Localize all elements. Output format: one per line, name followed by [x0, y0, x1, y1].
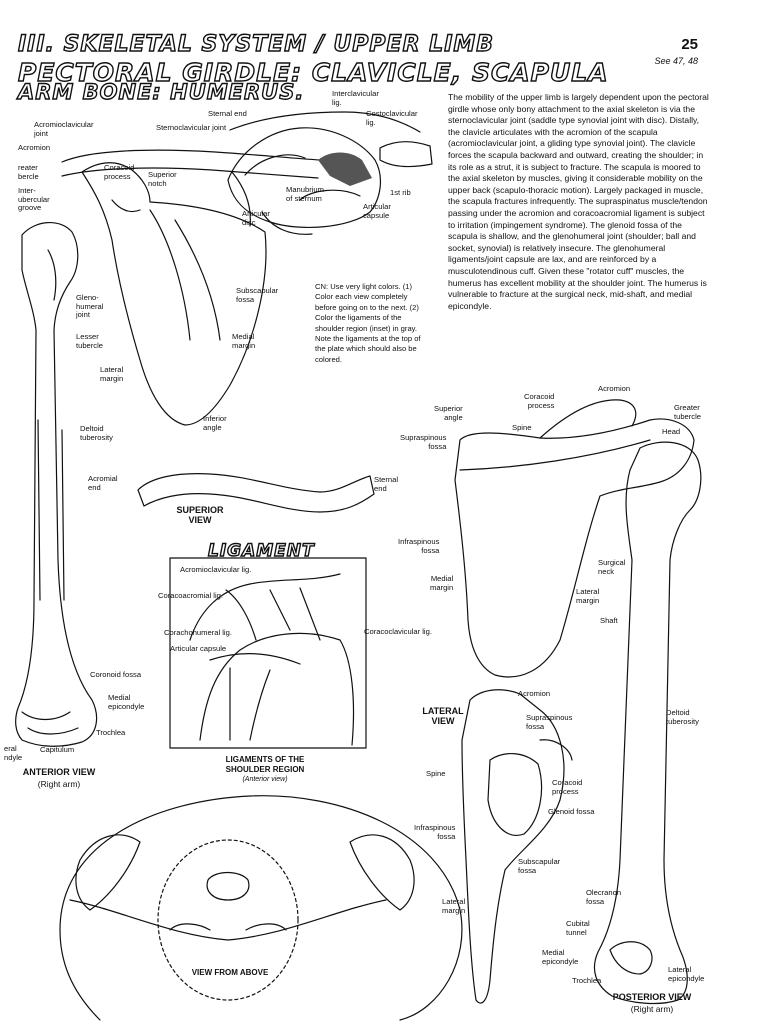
anterior-view-subtitle: (Right arm) [37, 779, 81, 789]
ligament-inset-drawing [169, 557, 367, 749]
label-olecranon-fossa: Olecranon fossa [586, 888, 622, 906]
clavicle-superior-drawing [137, 473, 375, 513]
label-superior-notch: Superior notch [148, 170, 177, 188]
posterior-view-title: POSTERIOR VIEW [612, 992, 692, 1002]
label-acromioclavicular-lig: Acromioclavicular lig. [180, 565, 252, 574]
label-acromion-lateral: Acromion [518, 689, 551, 698]
label-interclavicular: Interclavicular lig. [332, 89, 379, 107]
label-medial-margin: Medial margin [232, 332, 256, 350]
label-articular-disc: Articular disc [242, 209, 270, 227]
label-glenohumeral-joint: Gleno- humeral joint [76, 293, 104, 320]
label-supraspinous-fossa-posterior: Supraspinous fossa [400, 433, 447, 451]
label-deltoid-tuberosity: Deltoid tuberosity [80, 424, 113, 442]
view-from-above-title: VIEW FROM ABOVE [191, 968, 269, 977]
label-coracoacromial-lig: Coracoacromial lig. [158, 591, 223, 600]
label-inferior-angle: Inferior angle [203, 414, 227, 432]
label-acromion: Acromion [18, 143, 51, 152]
label-coracohumeral-lig: Corachohumeral lig. [164, 628, 232, 637]
anterior-view-title: ANTERIOR VIEW [22, 767, 96, 777]
humerus-posterior-drawing [593, 441, 702, 1005]
scapula-posterior-drawing [454, 399, 695, 678]
label-medial-epicondyle: Medial epicondyle [108, 693, 145, 711]
label-lateral-epicondyle-cut: eral ndyle [4, 744, 23, 762]
ligament-caption: LIGAMENTS OF THE SHOULDER REGION [225, 755, 305, 774]
label-manubrium: Manubrium of sternum [286, 185, 324, 203]
label-lateral-margin: Lateral margin [100, 365, 124, 383]
humerus-anterior-drawing [15, 222, 98, 747]
label-first-rib: 1st rib [390, 188, 411, 197]
label-sternal-end-superior: Sternal end [374, 475, 399, 493]
ligament-subcaption: (Anterior view) [242, 776, 288, 783]
label-coracoclavicular-lig: Coracoclavicular lig. [364, 627, 432, 636]
label-articular-capsule: Articular capsule [363, 202, 391, 220]
label-trochlea-posterior: Trochlea [572, 976, 602, 985]
label-superior-angle: Superior angle [434, 404, 463, 422]
page-number: 25 [681, 36, 698, 53]
label-coracoid-process-posterior: Coracoid process [524, 392, 555, 410]
label-articular-capsule-inset: Articular capsule [170, 644, 227, 653]
label-infraspinous-fossa-posterior: Infraspinous fossa [398, 537, 440, 555]
label-lesser-tubercle: Lesser tubercle [76, 332, 104, 350]
label-lateral-margin-posterior: Lateral margin [576, 587, 600, 605]
label-medial-margin-posterior: Medial margin [430, 574, 454, 592]
label-coracoid-process-lateral: Coracoid process [552, 778, 583, 796]
posterior-view-subtitle: (Right arm) [630, 1004, 674, 1014]
label-coronoid-fossa: Coronoid fossa [90, 670, 142, 679]
see-also: See 47, 48 [654, 56, 698, 66]
sternoclavicular-drawing [61, 111, 433, 235]
label-sternal-end: Sternal end [208, 109, 247, 118]
ligament-title: LIGAMENT [207, 540, 315, 561]
label-sternoclavicular-joint: Sternoclavicular joint [156, 123, 227, 132]
scapula-anterior-drawing [81, 162, 267, 426]
label-spine-posterior: Spine [512, 423, 532, 432]
label-subscapular-fossa-lateral: Subscapular fossa [518, 857, 561, 875]
label-deltoid-tuberosity-posterior: Deltoid tuberosity [666, 708, 699, 726]
humerus-title: ARM BONE: HUMERUS. [17, 79, 305, 104]
label-spine-lateral: Spine [426, 769, 446, 778]
label-costoclavicular: Costoclavicular lig. [366, 109, 418, 127]
label-lateral-margin-lateral: Lateral margin [442, 897, 466, 915]
label-surgical-neck: Surgical neck [598, 558, 626, 576]
label-supraspinous-fossa-lateral: Supraspinous fossa [526, 713, 573, 731]
label-intertubercular-groove: Inter- ubercular groove [18, 186, 50, 213]
label-coracoid-process: Coracoid process [104, 163, 135, 181]
label-cubital-tunnel: Cubital tunnel [566, 919, 590, 937]
description-paragraph: The mobility of the upper limb is largel… [448, 92, 709, 311]
lateral-view-title: LATERAL VIEW [422, 706, 464, 726]
pectoral-girdle-title: PECTORAL GIRDLE: CLAVICLE, SCAPULA [17, 57, 609, 87]
label-head: Head [662, 427, 681, 436]
label-acromion-posterior: Acromion [598, 384, 631, 393]
scapula-lateral-drawing [461, 689, 573, 1004]
label-medial-epicondyle-posterior: Medial epicondyle [542, 948, 579, 966]
label-acromial-end: Acromial end [88, 474, 118, 492]
label-glenoid-fossa: Glenoid fossa [548, 807, 595, 816]
superior-view-title: SUPERIOR VIEW [176, 505, 224, 525]
label-infraspinous-fossa-lateral: Infraspinous fossa [414, 823, 456, 841]
view-from-above-drawing [59, 795, 463, 1021]
label-greater-tubercle-posterior: Greater tubercle [674, 403, 702, 421]
label-lateral-epicondyle: Lateral epicondyle [668, 965, 705, 983]
label-capitulum: Capitulum [40, 745, 75, 754]
coloring-instructions: CN: Use very light colors. (1) Color eac… [315, 282, 421, 364]
label-subscapular-fossa: Subscapular fossa [236, 286, 279, 304]
page-title: III. SKELETAL SYSTEM / UPPER LIMB [17, 31, 495, 57]
label-shaft: Shaft [600, 616, 618, 625]
label-trochlea: Trochlea [96, 728, 126, 737]
label-greater-tubercle: reater bercle [18, 163, 39, 181]
label-acromioclavicular-joint: Acromioclavicular joint [34, 120, 94, 138]
